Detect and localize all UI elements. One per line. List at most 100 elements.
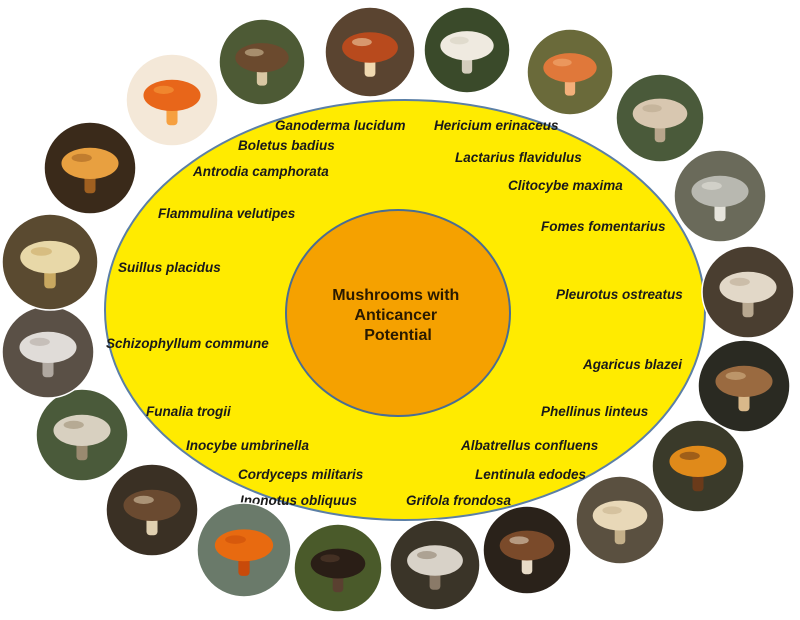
mushroom-cap xyxy=(123,489,181,522)
albatrellus-photo xyxy=(576,476,664,564)
species-label: Grifola frondosa xyxy=(406,493,511,508)
cap-highlight xyxy=(29,337,50,347)
species-label: Flammulina velutipes xyxy=(158,206,296,221)
cap-highlight xyxy=(63,420,84,430)
hericium-photo xyxy=(424,7,510,93)
photo-border xyxy=(293,523,383,613)
center-title-line-3: Potential xyxy=(364,327,432,344)
cap-highlight xyxy=(244,48,264,57)
grifola-photo xyxy=(390,520,480,610)
photo-border xyxy=(651,419,745,513)
lactarius-photo xyxy=(527,29,613,115)
suillus-photo xyxy=(2,214,98,310)
species-label: Pleurotus ostreatus xyxy=(556,287,683,302)
schizophyllum-photo xyxy=(2,306,94,398)
species-label: Phellinus linteus xyxy=(541,404,649,419)
agaricus-photo xyxy=(698,340,790,432)
mushroom-cap xyxy=(310,548,366,579)
mushroom-cap xyxy=(214,529,274,562)
center-title-line-2: Anticancer xyxy=(354,307,437,324)
cap-highlight xyxy=(552,58,572,67)
species-label: Antrodia camphorata xyxy=(192,164,329,179)
photo-border xyxy=(526,28,614,116)
cap-highlight xyxy=(701,181,722,191)
photo-border xyxy=(482,505,572,595)
photo-border xyxy=(697,339,791,433)
cap-highlight xyxy=(352,38,372,47)
phellinus-photo xyxy=(652,420,744,512)
mushroom-cap xyxy=(19,331,77,364)
mushroom-cap xyxy=(719,271,777,304)
photo-border xyxy=(673,149,767,243)
inocybe-photo xyxy=(36,389,128,481)
mushroom-cap xyxy=(499,530,555,561)
center-title-line-1: Mushrooms with xyxy=(332,287,459,304)
cap-highlight xyxy=(71,153,92,163)
species-label: Agaricus blazei xyxy=(582,357,682,372)
cap-highlight xyxy=(642,104,662,113)
photo-border xyxy=(1,213,99,311)
cap-highlight xyxy=(725,371,746,381)
species-label: Boletus badius xyxy=(238,138,335,153)
cap-highlight xyxy=(509,536,529,545)
species-label: Albatrellus confluens xyxy=(460,438,599,453)
mushroom-cap xyxy=(20,240,80,274)
cap-highlight xyxy=(153,85,174,95)
species-label: Funalia trogii xyxy=(146,404,231,419)
center-title: Mushrooms with Anticancer Potential xyxy=(332,287,464,344)
pleurotus-photo xyxy=(702,246,794,338)
inonotus-photo xyxy=(294,524,382,612)
species-labels: Ganoderma lucidum Hericium erinaceus Bol… xyxy=(106,118,683,508)
mushroom-cap xyxy=(61,147,119,180)
cap-highlight xyxy=(602,506,622,515)
photo-border xyxy=(125,53,219,147)
photo-ring xyxy=(1,6,795,613)
clitocybe-photo xyxy=(616,74,704,162)
photo-border xyxy=(615,73,705,163)
photo-border xyxy=(35,388,129,482)
cap-highlight xyxy=(225,535,246,544)
mushroom-cap xyxy=(342,32,398,63)
mushroom-cap xyxy=(440,31,494,61)
species-label: Hericium erinaceus xyxy=(434,118,559,133)
mushroom-cap xyxy=(143,79,201,112)
species-label: Inocybe umbrinella xyxy=(186,438,310,453)
species-label: Lentinula edodes xyxy=(475,467,587,482)
boletus-photo xyxy=(219,19,305,105)
photo-border xyxy=(218,18,306,106)
species-label: Suillus placidus xyxy=(118,260,221,275)
antrodia-photo xyxy=(126,54,218,146)
species-label: Lactarius flavidulus xyxy=(455,150,582,165)
photo-border xyxy=(196,502,292,598)
mushroom-cap xyxy=(691,175,749,208)
photo-border xyxy=(575,475,665,565)
mushroom-cap xyxy=(715,365,773,398)
photo-border xyxy=(43,121,137,215)
species-label: Ganoderma lucidum xyxy=(275,118,406,133)
photo-border xyxy=(701,245,795,339)
flammulina-photo xyxy=(44,122,136,214)
cap-highlight xyxy=(133,495,154,505)
photo-border xyxy=(324,6,416,98)
species-label: Inonotus obliquus xyxy=(240,493,357,508)
cap-highlight xyxy=(729,277,750,287)
cap-highlight xyxy=(679,451,700,461)
mushroom-cap xyxy=(669,445,727,478)
photo-border xyxy=(423,6,511,94)
mushroom-cap xyxy=(235,43,289,73)
cordyceps-photo xyxy=(197,503,291,597)
inner-ellipse xyxy=(285,209,511,417)
mushroom-cap xyxy=(592,500,648,531)
ganoderma-photo xyxy=(325,7,415,97)
species-label: Schizophyllum commune xyxy=(106,336,269,351)
cap-highlight xyxy=(449,36,469,45)
species-label: Cordyceps militaris xyxy=(238,467,364,482)
photo-border xyxy=(105,463,199,557)
cap-highlight xyxy=(417,551,437,560)
species-label: Clitocybe maxima xyxy=(508,178,623,193)
mushroom-cap xyxy=(407,545,463,576)
photo-border xyxy=(389,519,481,611)
cap-highlight xyxy=(320,554,340,563)
lentinula-photo xyxy=(483,506,571,594)
